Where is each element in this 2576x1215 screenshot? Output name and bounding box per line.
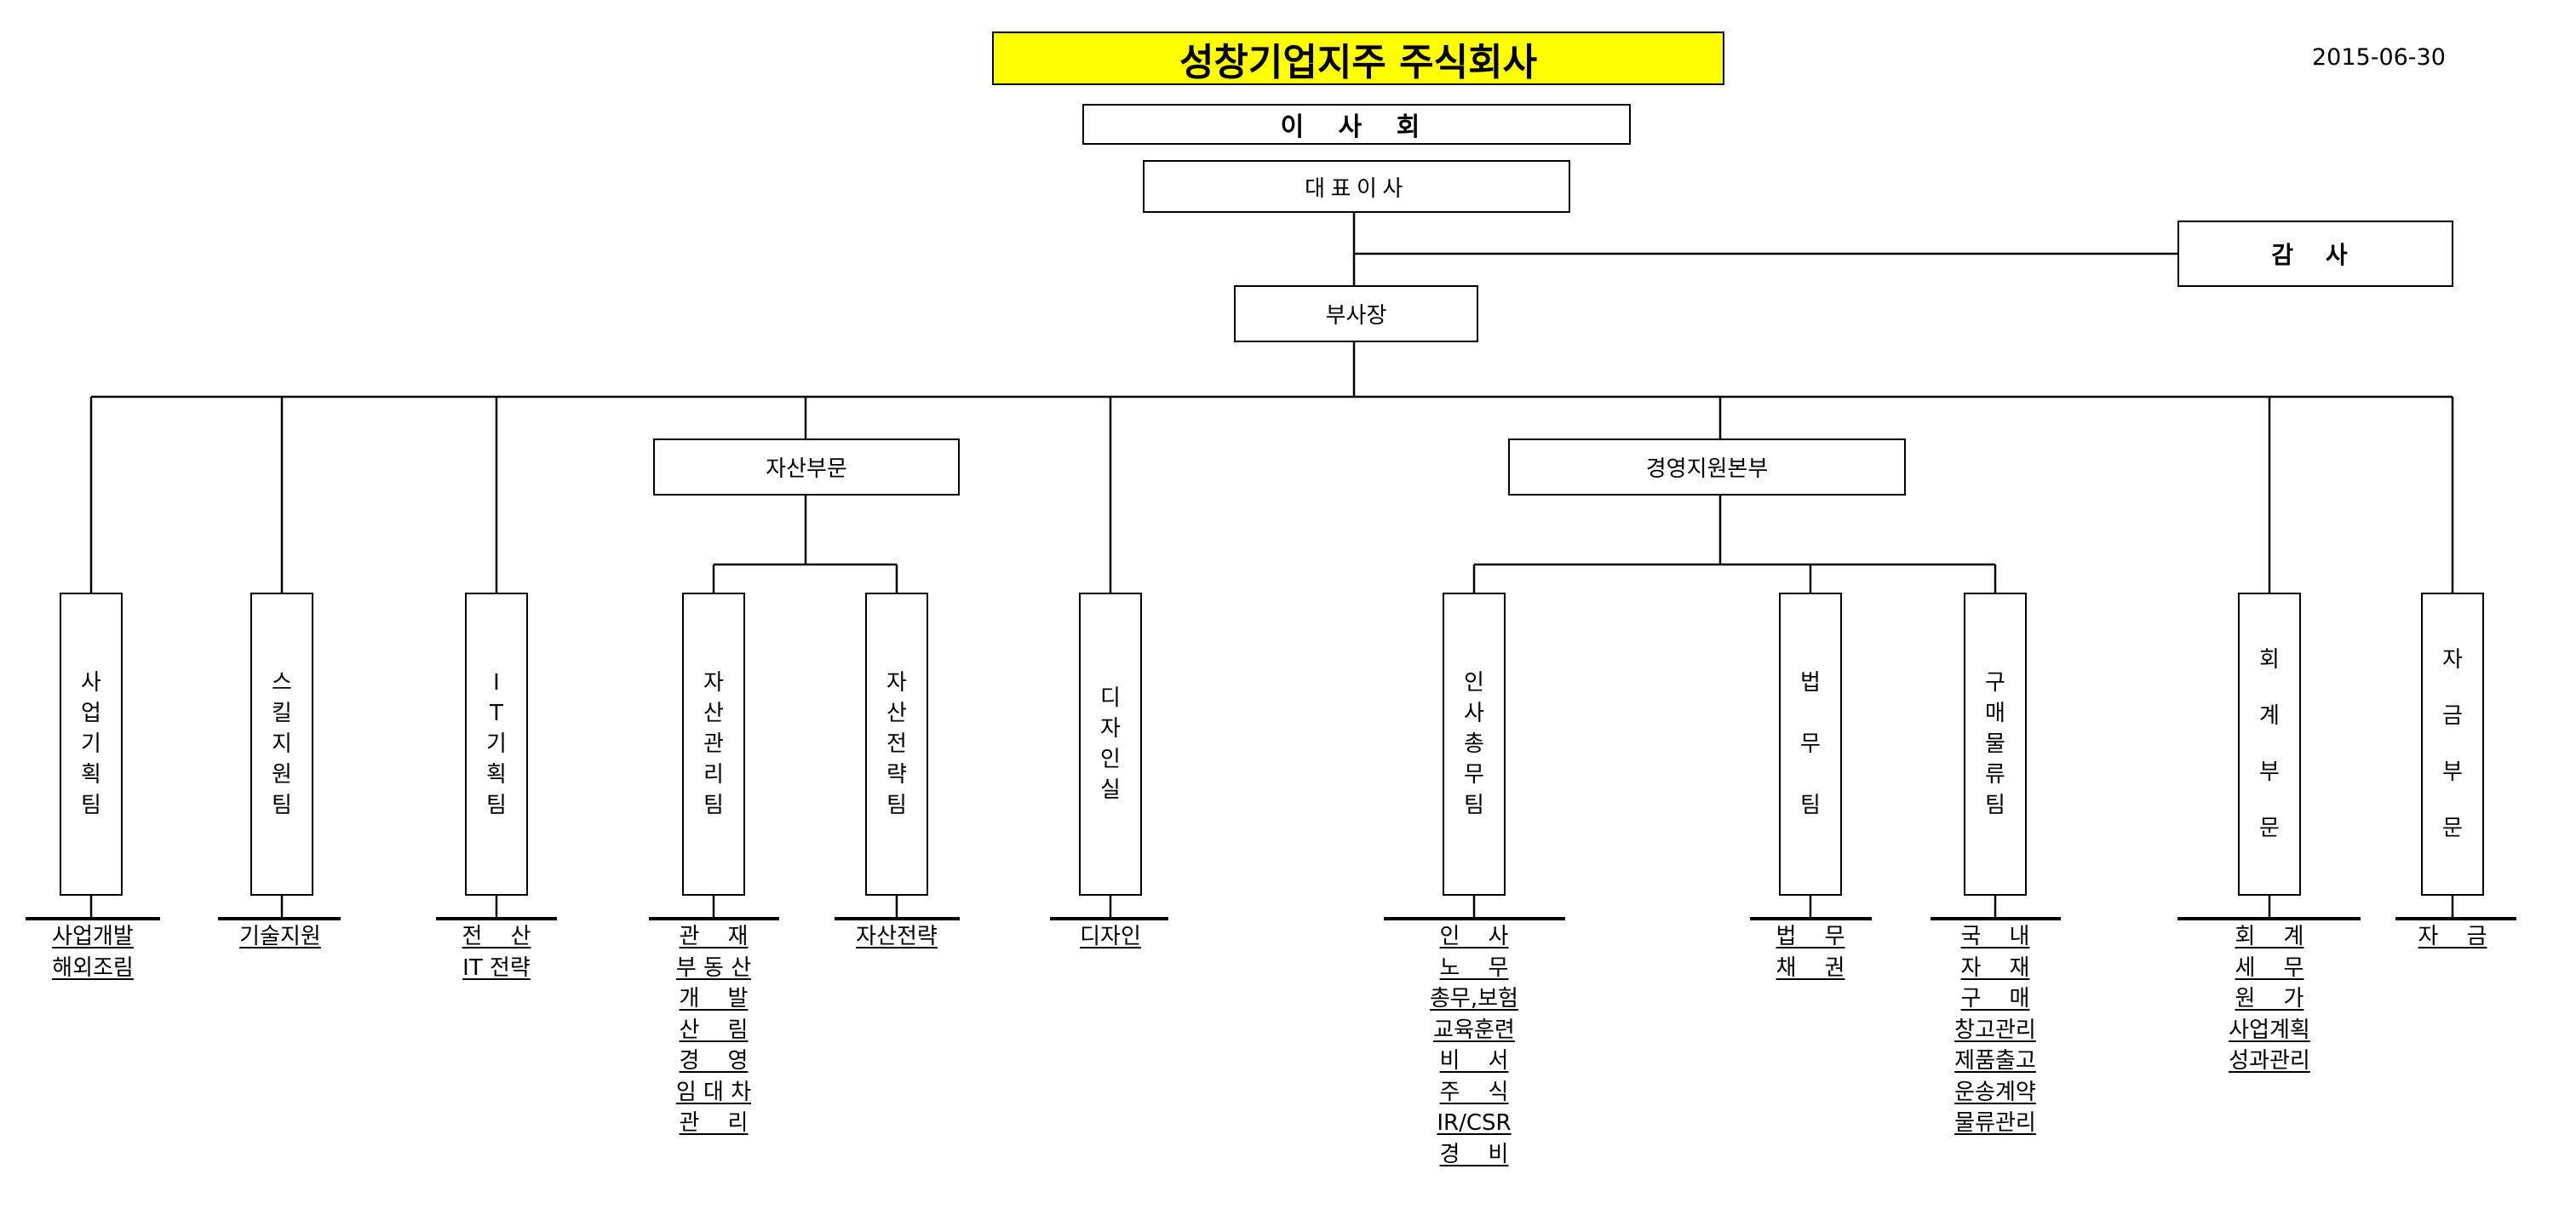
duty-item: 임 대 차 bbox=[675, 1079, 752, 1105]
duty-item: 노 무 bbox=[1439, 954, 1509, 981]
duty-item: 총무,보험 bbox=[1430, 986, 1518, 1012]
company-title: 성창기업지주 주식회사 bbox=[992, 32, 1724, 85]
team-asset-strategy: 자 산 전 략 팀 bbox=[865, 593, 928, 896]
duty-item: 부 동 산 bbox=[675, 954, 752, 981]
duties-it-planning: 전 산 IT 전략 bbox=[386, 921, 607, 983]
dept-finance: 자 금 부 문 bbox=[2421, 593, 2484, 896]
duty-item: 관 리 bbox=[679, 1110, 749, 1136]
duty-item: IT 전략 bbox=[462, 954, 531, 981]
team-purchasing-logistics: 구 매 물 류 팀 bbox=[1964, 593, 2027, 896]
duty-item: 원 가 bbox=[2235, 986, 2304, 1012]
duty-item: 회 계 bbox=[2235, 924, 2304, 949]
team-hr-general-affairs: 인 사 총 무 팀 bbox=[1443, 593, 1506, 896]
duty-item: 자 금 bbox=[2418, 924, 2487, 949]
node-vp: 부사장 bbox=[1234, 285, 1478, 342]
duty-item: 관 재 bbox=[679, 924, 749, 949]
duty-item: IR/CSR bbox=[1437, 1110, 1512, 1136]
duty-item: 해외조림 bbox=[52, 954, 134, 981]
duty-item: 산 림 bbox=[679, 1017, 749, 1043]
duties-purchasing-logistics: 국 내 자 재 구 매 창고관리 제품출고 운송계약 물류관리 bbox=[1885, 921, 2106, 1139]
duty-item: 국 내 bbox=[1960, 924, 2030, 949]
duty-item: 사업계획 bbox=[2229, 1017, 2310, 1043]
team-business-planning: 사 업 기 획 팀 bbox=[60, 593, 123, 896]
duties-accounting: 회 계 세 무 원 가 사업계획 성과관리 bbox=[2159, 921, 2380, 1077]
duties-design-office: 디자인 bbox=[1000, 921, 1221, 953]
duty-item: 기술지원 bbox=[239, 924, 321, 949]
duties-legal: 법 무 채 권 bbox=[1700, 921, 1921, 983]
duty-item: 전 산 bbox=[462, 924, 531, 949]
team-design-office: 디 자 인 실 bbox=[1079, 593, 1142, 896]
duties-asset-management: 관 재 부 동 산 개 발 산 림 경 영 임 대 차 관 리 bbox=[603, 921, 824, 1139]
team-legal: 법 무 팀 bbox=[1779, 593, 1842, 896]
duty-item: 물류관리 bbox=[1954, 1110, 2036, 1136]
duty-item: 세 무 bbox=[2235, 954, 2304, 981]
duties-hr-general-affairs: 인 사 노 무 총무,보험 교육훈련 비 서 주 식 IR/CSR 경 비 bbox=[1363, 921, 1585, 1170]
duty-item: 자산전략 bbox=[856, 924, 938, 949]
node-management-hq: 경영지원본부 bbox=[1508, 438, 1906, 496]
duties-business-planning: 사업개발 해외조림 bbox=[0, 921, 204, 983]
duty-item: 자 재 bbox=[1960, 954, 2030, 981]
duties-finance: 자 금 bbox=[2342, 921, 2563, 953]
duty-item: 구 매 bbox=[1960, 986, 2030, 1012]
duty-item: 제품출고 bbox=[1954, 1048, 2036, 1074]
duty-item: 경 비 bbox=[1439, 1141, 1509, 1167]
node-asset-division: 자산부문 bbox=[653, 438, 960, 496]
chart-date: 2015-06-30 bbox=[2312, 44, 2446, 71]
duties-asset-strategy: 자산전략 bbox=[786, 921, 1007, 953]
duty-item: 교육훈련 bbox=[1433, 1017, 1515, 1043]
duty-item: 사업개발 bbox=[52, 924, 134, 949]
team-skill-support: 스 킬 지 원 팀 bbox=[250, 593, 313, 896]
duty-item: 디자인 bbox=[1080, 924, 1141, 949]
duty-item: 경 영 bbox=[679, 1048, 749, 1074]
duty-item: 인 사 bbox=[1439, 924, 1509, 949]
dept-accounting: 회 계 부 문 bbox=[2238, 593, 2301, 896]
duty-item: 운송계약 bbox=[1954, 1079, 2036, 1105]
duty-item: 채 권 bbox=[1776, 954, 1845, 981]
duty-item: 창고관리 bbox=[1954, 1017, 2036, 1043]
team-it-planning: I T 기 획 팀 bbox=[465, 593, 528, 896]
node-ceo: 대표이사 bbox=[1143, 160, 1570, 213]
duty-item: 법 무 bbox=[1776, 924, 1845, 949]
node-board: 이 사 회 bbox=[1082, 104, 1631, 145]
duties-skill-support: 기술지원 bbox=[169, 921, 391, 953]
duty-item: 비 서 bbox=[1439, 1048, 1509, 1074]
node-audit: 감 사 bbox=[2177, 221, 2453, 287]
duty-item: 개 발 bbox=[679, 986, 749, 1012]
duty-item: 주 식 bbox=[1439, 1079, 1509, 1105]
duty-item: 성과관리 bbox=[2229, 1048, 2310, 1074]
team-asset-management: 자 산 관 리 팀 bbox=[682, 593, 745, 896]
